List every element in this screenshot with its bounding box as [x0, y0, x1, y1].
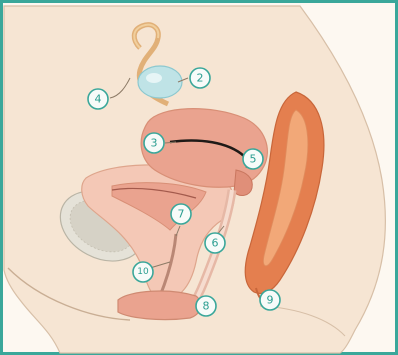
marker-7: 7 [171, 204, 191, 224]
marker-6: 6 [205, 233, 225, 253]
marker-3-label: 3 [151, 137, 158, 150]
marker-5-label: 5 [250, 153, 257, 166]
ovary-highlight [146, 73, 162, 83]
marker-2-label: 2 [197, 72, 204, 85]
marker-10-label: 10 [137, 267, 149, 277]
ovary [138, 66, 182, 98]
marker-8: 8 [196, 296, 216, 316]
marker-7-label: 7 [178, 208, 185, 221]
marker-4: 4 [88, 89, 108, 109]
vulva [118, 291, 201, 320]
marker-9: 9 [260, 290, 280, 310]
marker-4-label: 4 [95, 93, 102, 106]
marker-8-label: 8 [203, 300, 210, 313]
marker-3: 3 [144, 133, 164, 153]
marker-9-label: 9 [267, 294, 274, 307]
marker-2: 2 [190, 68, 210, 88]
marker-6-label: 6 [212, 237, 219, 250]
marker-5: 5 [243, 149, 263, 169]
marker-10: 10 [133, 262, 153, 282]
